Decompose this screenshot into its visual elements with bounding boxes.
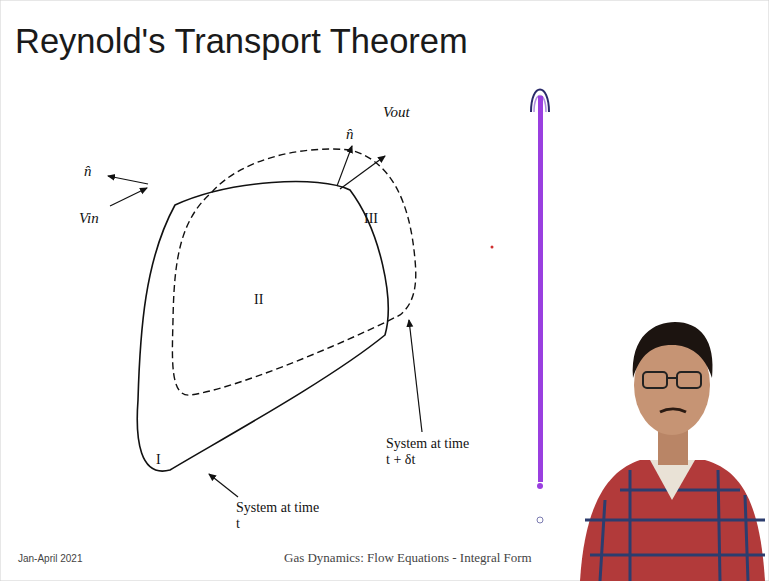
vector-label: n̂ — [346, 126, 354, 143]
slide-title: Reynold's Transport Theorem — [15, 22, 468, 62]
footer-text: Gas Dynamics: Flow Equations - Integral … — [284, 551, 532, 566]
normal-vector — [337, 146, 352, 186]
leader-arrow — [409, 320, 422, 432]
region-label: III — [364, 211, 378, 227]
system-boundary-t-dt — [172, 149, 415, 395]
callout-text: System at time t + δt — [386, 436, 470, 468]
vector-label: n̂ — [84, 163, 92, 180]
region-label: I — [156, 452, 161, 468]
vector-label: Vin — [79, 210, 99, 227]
normal-vector — [108, 176, 148, 184]
bar-dot — [537, 517, 543, 523]
velocity-vector — [340, 156, 385, 189]
leader-arrow — [209, 474, 238, 497]
lecturer-photo — [580, 322, 765, 581]
footer-date: Jan-April 2021 — [18, 553, 82, 565]
system-boundary-t — [137, 182, 388, 472]
velocity-vector — [110, 188, 147, 206]
region-label: II — [254, 292, 263, 308]
progress-bar — [538, 96, 543, 482]
callout-text: System at time t — [236, 500, 320, 532]
pointer-dot — [491, 246, 494, 249]
bar-dot — [537, 483, 543, 489]
vector-label: Vout — [383, 104, 410, 121]
